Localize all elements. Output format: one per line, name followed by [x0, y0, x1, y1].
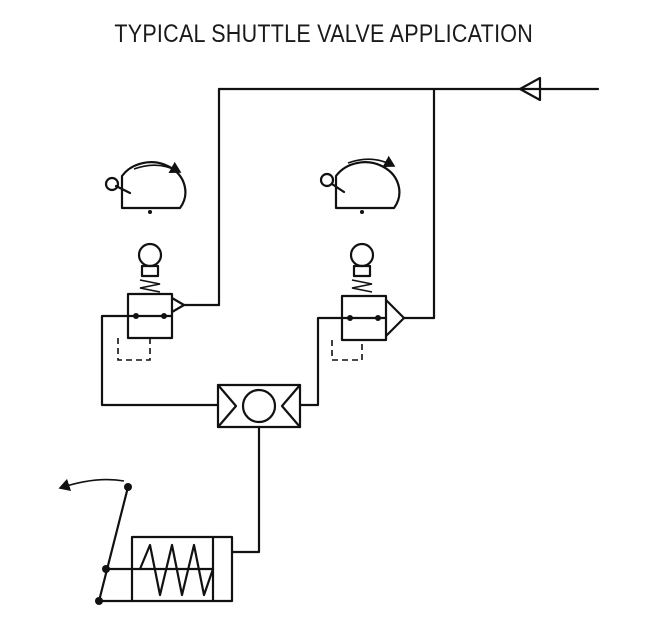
- output-lines: [100, 314, 344, 407]
- rotary-cam-icon: [319, 155, 401, 214]
- supply-line: [217, 87, 600, 320]
- lever-linkage-icon: [58, 478, 134, 605]
- cam-valve-right: [319, 155, 406, 361]
- supply-inlet-icon: [518, 76, 542, 102]
- valve-body-icon: [331, 294, 406, 361]
- valve-body-icon: [117, 292, 186, 361]
- spring-return-cylinder-icon: [104, 535, 234, 603]
- shuttle-valve-icon: [216, 383, 302, 429]
- cylinder-feed-line: [230, 425, 261, 554]
- spring-icon: [139, 279, 161, 293]
- cam-valve-left: [104, 161, 221, 361]
- rotary-cam-icon: [104, 161, 187, 214]
- spring-icon: [351, 279, 373, 293]
- diagram-title: TYPICAL SHUTTLE VALVE APPLICATION: [114, 20, 534, 48]
- roller-icon: [137, 242, 163, 278]
- roller-icon: [349, 242, 375, 278]
